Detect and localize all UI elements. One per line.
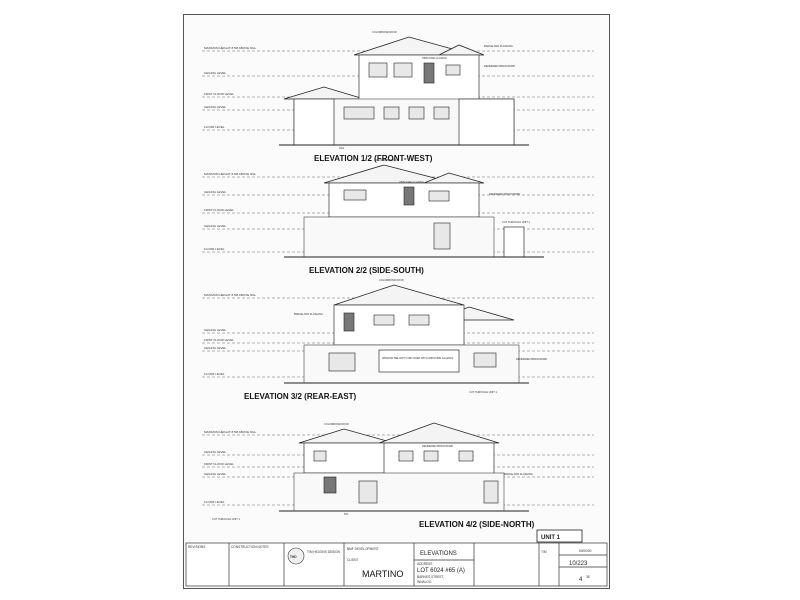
annotation: COLORBOND ROOF — [374, 158, 399, 162]
level-label: CEILING LEVEL — [204, 328, 227, 332]
annotation: FFL — [344, 512, 349, 516]
annotation: NGL — [339, 146, 345, 150]
address-label: ADDRESS — [417, 562, 432, 566]
elevation-title: ELEVATION 1/2 (FRONT-WEST) — [314, 154, 433, 163]
job-number: 10/223 — [569, 561, 588, 567]
sheet-title: ELEVATIONS — [420, 551, 457, 557]
annotation: OBSCURE GLAZING — [399, 180, 424, 184]
level-label: FLOOR LEVEL — [204, 372, 225, 376]
level-label: FIRST FLOOR LEVEL — [204, 338, 234, 342]
level-label: MAXIMUM HEIGHT 8.5M ABOVE NGL — [204, 46, 256, 50]
level-label: MAXIMUM HEIGHT 8.5M ABOVE NGL — [204, 172, 256, 176]
level-label: MAXIMUM HEIGHT 8.5M ABOVE NGL — [204, 293, 256, 297]
unit-tag: UNIT 1 — [541, 535, 561, 541]
annotation: CUT THROUGH UNIT 1 — [502, 220, 531, 224]
level-label: CEILING LEVEL — [204, 472, 227, 476]
annotation: RENDERED BRICKWORK — [516, 357, 548, 361]
firm-logo-icon — [287, 547, 305, 565]
elevation-title: ELEVATION 2/2 (SIDE-SOUTH) — [309, 266, 424, 275]
level-label: CEILING LEVEL — [204, 346, 227, 350]
annotation: CUT THROUGH UNIT 1 — [212, 517, 241, 521]
unit-tag-box — [536, 529, 583, 543]
elevation-side-north: MAXIMUM HEIGHT 8.5M ABOVE NGL CEILING LE… — [202, 422, 594, 529]
title-block-construction: CONSTRUCTION NOTES — [231, 545, 269, 549]
title-block-revisions: REVISIONS — [188, 545, 205, 549]
annotation: CUT THROUGH UNIT 1 — [469, 390, 498, 394]
annotation: BARGE AND FLASHING — [294, 312, 323, 316]
level-label: CEILING LEVEL — [204, 190, 227, 194]
elevations-drawing: MAXIMUM HEIGHT 8.5M ABOVE NGL CEILING LE… — [185, 30, 608, 587]
level-label: FLOOR LEVEL — [204, 125, 225, 129]
level-label: CEILING LEVEL — [204, 105, 227, 109]
level-label: CEILING LEVEL — [204, 224, 227, 228]
annotation: RENDERED BRICKWORK — [484, 64, 516, 68]
elevation-title: ELEVATION 3/2 (REAR-EAST) — [244, 392, 356, 401]
address-line: INNALOO. — [417, 580, 432, 584]
drawn-by: TIM — [541, 550, 547, 554]
sheet-total: 38 — [586, 575, 590, 579]
level-label: FLOOR LEVEL — [204, 247, 225, 251]
client-label: CLIENT — [347, 558, 358, 562]
annotation: OBSCURE GLAZING — [422, 56, 447, 60]
firm-name: TIM HIGGINS DESIGN — [307, 550, 341, 554]
annotation: BARGE AND FLASHING — [504, 472, 533, 476]
address-line: BARNES STREET, — [417, 575, 444, 579]
elevation-side-south: MAXIMUM HEIGHT 8.5M ABOVE NGL CEILING LE… — [202, 158, 594, 275]
level-label: FIRST FLOOR LEVEL — [204, 92, 234, 96]
client-name: MARTINO — [362, 569, 403, 579]
annotation: COLORBOND ROOF — [372, 30, 397, 34]
annotation: COLORBOND ROOF — [379, 278, 404, 282]
level-label: FIRST FLOOR LEVEL — [204, 462, 234, 466]
firm-logo: THD — [290, 555, 297, 559]
drawing-sheet: MAXIMUM HEIGHT 8.5M ABOVE NGL CEILING LE… — [183, 14, 610, 589]
drawing-date: 00/00/00 — [579, 549, 592, 553]
elevation-front-west: MAXIMUM HEIGHT 8.5M ABOVE NGL CEILING LE… — [202, 30, 594, 163]
level-label: CEILING LEVEL — [204, 450, 227, 454]
annotation: RENDERED BRICKWORK — [489, 192, 521, 196]
title-block: REVISIONS CONSTRUCTION NOTES THD TIM HIG… — [185, 542, 608, 587]
elevation-title: ELEVATION 4/2 (SIDE-NORTH) — [419, 520, 535, 529]
address-line: LOT 6024 #65 (A) — [417, 568, 465, 574]
level-label: CEILING LEVEL — [204, 71, 227, 75]
annotation: WINDOW BELOW TO BE FIXED WITH OBSCURE GL… — [382, 356, 453, 360]
elevation-rear-east: MAXIMUM HEIGHT 8.5M ABOVE NGL CEILING LE… — [202, 278, 594, 401]
level-label: FLOOR LEVEL — [204, 500, 225, 504]
level-label: MAXIMUM HEIGHT 8.5M ABOVE NGL — [204, 430, 256, 434]
sheet-number: 4 — [579, 577, 583, 583]
annotation: BARGE AND FLASHING — [484, 44, 513, 48]
annotation: COLORBOND ROOF — [324, 422, 349, 426]
project-label: BMF DEVELOPMENT — [347, 547, 379, 551]
level-label: FIRST FLOOR LEVEL — [204, 208, 234, 212]
annotation: RENDERED BRICKWORK — [422, 444, 454, 448]
